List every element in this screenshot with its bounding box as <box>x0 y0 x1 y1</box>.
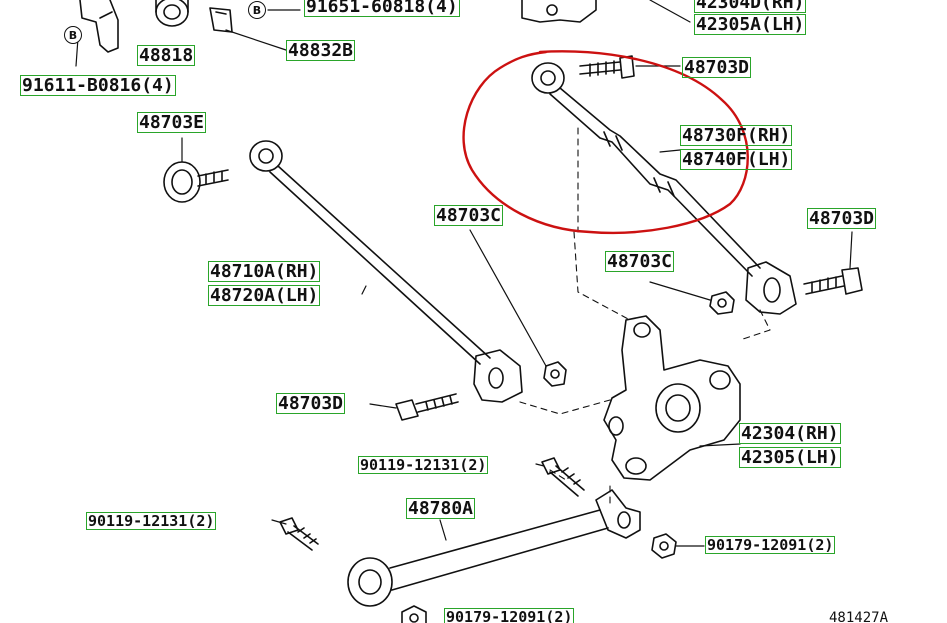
label-48720a-lh: 48720A(LH) <box>208 285 321 306</box>
label-48730f-rh: 48730F(RH) <box>680 125 793 146</box>
bolt-90119-left <box>279 517 319 551</box>
label-90179-12091-bottom: 90179-12091(2) <box>444 608 575 623</box>
rod-48730f <box>531 62 797 315</box>
arm-48780a <box>347 489 641 607</box>
callout-marker-b-left: B <box>64 26 82 44</box>
figure-id: 481427A <box>829 610 889 623</box>
label-48703c-right: 48703C <box>605 251 675 272</box>
nut-90179-right <box>651 533 705 559</box>
label-48703e: 48703E <box>137 112 207 133</box>
label-48710a-rh: 48710A(RH) <box>208 261 321 282</box>
label-48703d-top: 48703D <box>682 57 752 78</box>
bracket-42304d <box>521 0 597 23</box>
label-91611-b0816: 91611-B0816(4) <box>20 75 176 96</box>
bolt-48703d-right <box>803 231 863 295</box>
label-42305a: 42305A(LH) <box>694 14 807 35</box>
nut-48703c-right <box>649 281 735 315</box>
bushing-48818 <box>155 0 189 27</box>
highlight-circle <box>462 50 749 235</box>
bolt-48703d-top <box>579 55 681 79</box>
label-48703c-mid: 48703C <box>434 205 504 226</box>
label-48818: 48818 <box>137 45 196 66</box>
label-48703d-right: 48703D <box>807 208 877 229</box>
callout-marker-b-top: B <box>248 1 266 19</box>
label-48703d-left: 48703D <box>276 393 346 414</box>
label-48740f-lh: 48740F(LH) <box>680 149 793 170</box>
nut-48703c-mid <box>469 229 567 387</box>
label-48780a: 48780A <box>406 498 476 519</box>
rod-48710a <box>249 140 523 403</box>
clip-48832b <box>209 7 233 33</box>
bolt-48703d-left <box>369 393 459 421</box>
label-90179-12091-right: 90179-12091(2) <box>705 536 836 554</box>
label-90119-12131-mid: 90119-12131(2) <box>358 456 489 474</box>
bolt-90119-mid <box>541 457 585 497</box>
label-42304-rh: 42304(RH) <box>739 423 841 444</box>
label-90119-12131-left: 90119-12131(2) <box>86 512 217 530</box>
nut-90179-bottom <box>401 605 427 623</box>
label-48832b: 48832B <box>286 40 356 61</box>
bolt-48703e <box>163 137 229 203</box>
label-91651-60818: 91651-60818(4) <box>304 0 460 17</box>
knuckle-42304 <box>603 315 741 481</box>
label-42305-lh: 42305(LH) <box>739 447 841 468</box>
bracket-48832b <box>79 0 119 53</box>
label-42304d: 42304D(RH) <box>694 0 807 13</box>
